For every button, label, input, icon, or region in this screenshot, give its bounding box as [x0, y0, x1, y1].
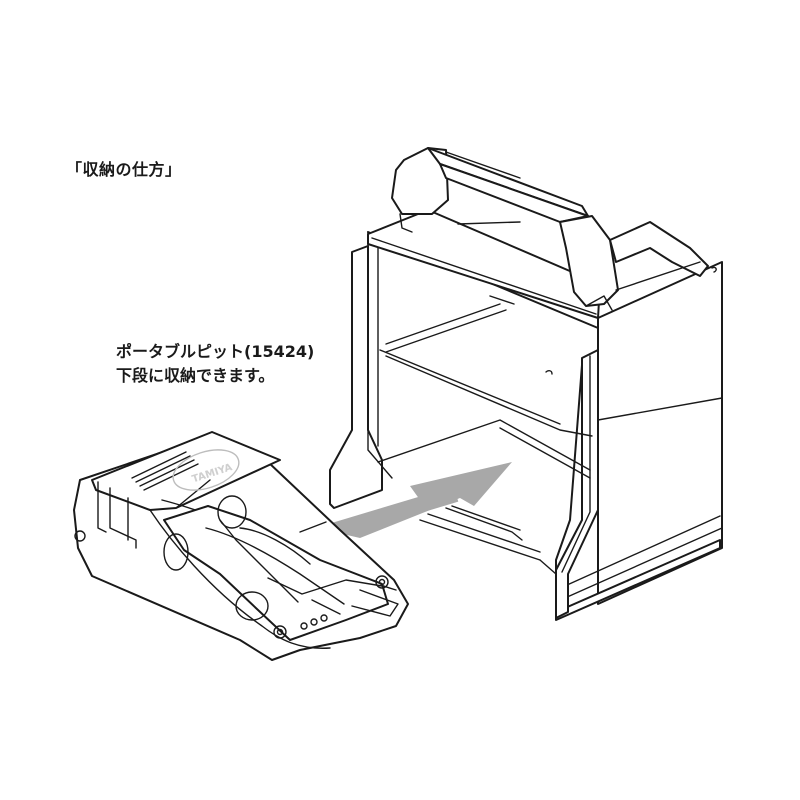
note-line-1: ポータブルピット(15424): [116, 342, 315, 361]
note-line-2: 下段に収納できます。: [116, 366, 275, 385]
portable-pit-with-car: TAMIYA: [73, 431, 409, 661]
section-heading: 「収納の仕方」: [66, 160, 182, 179]
instruction-note: ポータブルピット(15424) 下段に収納できます。: [116, 340, 314, 388]
storage-case: [329, 147, 723, 621]
